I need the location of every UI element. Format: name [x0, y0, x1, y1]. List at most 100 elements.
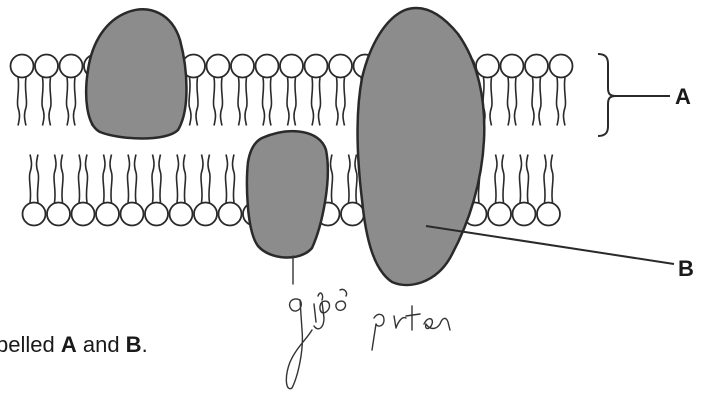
phospholipid — [280, 55, 303, 126]
fatty-acid-tail — [355, 155, 357, 203]
phosphate-head — [11, 55, 34, 78]
fatty-acid-tail — [184, 155, 186, 203]
fatty-acid-tail — [495, 155, 497, 203]
phospholipid — [207, 55, 230, 126]
fatty-acid-tail — [564, 78, 566, 126]
phosphate-head — [341, 203, 364, 226]
phospholipid — [47, 155, 70, 226]
fatty-acid-tail — [54, 155, 56, 203]
fatty-acid-tail — [348, 155, 350, 203]
phospholipid — [96, 155, 119, 226]
phospholipid — [170, 155, 193, 226]
label-b-callout: B — [426, 226, 694, 281]
handwriting-word-protein — [372, 306, 450, 350]
phosphate-head — [488, 203, 511, 226]
phosphate-head — [121, 203, 144, 226]
fatty-acid-tail — [189, 78, 191, 126]
phosphate-head — [231, 55, 254, 78]
phospholipid — [513, 155, 536, 226]
fatty-acid-tail — [238, 78, 240, 126]
fatty-acid-tail — [208, 155, 210, 203]
fatty-acid-tail — [515, 78, 517, 126]
fatty-acid-tail — [311, 78, 313, 126]
phosphate-head — [329, 55, 352, 78]
fatty-acid-tail — [37, 155, 39, 203]
caption-label-a: A — [61, 332, 77, 357]
phosphate-head — [501, 55, 524, 78]
fatty-acid-tail — [233, 155, 235, 203]
phosphate-head — [537, 203, 560, 226]
fatty-acid-tail — [544, 155, 546, 203]
phosphate-head — [280, 55, 303, 78]
fatty-acid-tail — [502, 155, 504, 203]
phosphate-head — [23, 203, 46, 226]
fatty-acid-tail — [319, 78, 321, 126]
fatty-acid-tail — [539, 78, 541, 126]
fatty-acid-tail — [507, 78, 509, 126]
bracket-a — [598, 54, 616, 136]
fatty-acid-tail — [336, 78, 338, 126]
peripheral-protein-upper — [86, 9, 186, 138]
fatty-acid-tail — [270, 78, 272, 126]
membrane-proteins — [86, 8, 484, 285]
integral-protein-b — [358, 8, 485, 285]
caption-label-b: B — [126, 332, 142, 357]
phospholipid — [525, 55, 548, 126]
phospholipid — [35, 55, 58, 126]
phospholipid — [194, 155, 217, 226]
fatty-acid-tail — [42, 78, 44, 126]
fatty-acid-tail — [135, 155, 137, 203]
fatty-acid-tail — [49, 78, 51, 126]
phospholipid — [72, 155, 95, 226]
phospholipid — [231, 55, 254, 126]
fatty-acid-tail — [551, 155, 553, 203]
fatty-acid-tail — [287, 78, 289, 126]
fatty-acid-tail — [110, 155, 112, 203]
phosphate-head — [476, 55, 499, 78]
fatty-acid-tail — [213, 78, 215, 126]
phosphate-head — [305, 55, 328, 78]
phospholipid — [550, 55, 573, 126]
caption-text: pelled A and B. — [0, 332, 148, 358]
label-b: B — [678, 256, 694, 281]
fatty-acid-tail — [527, 155, 529, 203]
phosphate-head — [170, 203, 193, 226]
phospholipid — [219, 155, 242, 226]
phosphate-head — [550, 55, 573, 78]
fatty-acid-tail — [225, 155, 227, 203]
fatty-acid-tail — [201, 155, 203, 203]
fatty-acid-tail — [343, 78, 345, 126]
phosphate-head — [96, 203, 119, 226]
phospholipid — [256, 55, 279, 126]
phosphate-head — [35, 55, 58, 78]
fatty-acid-tail — [127, 155, 129, 203]
fatty-acid-tail — [25, 78, 27, 126]
fatty-acid-tail — [86, 155, 88, 203]
phospholipid — [537, 155, 560, 226]
phosphate-head — [47, 203, 70, 226]
fatty-acid-tail — [152, 155, 154, 203]
fatty-acid-tail — [74, 78, 76, 126]
fatty-acid-tail — [159, 155, 161, 203]
fatty-acid-tail — [196, 78, 198, 126]
fatty-acid-tail — [519, 155, 521, 203]
phosphate-head — [207, 55, 230, 78]
phospholipid — [305, 55, 328, 126]
phospholipid — [329, 55, 352, 126]
phospholipid — [145, 155, 168, 226]
phosphate-head — [194, 203, 217, 226]
phospholipid — [60, 55, 83, 126]
phospholipid — [11, 55, 34, 126]
fatty-acid-tail — [66, 78, 68, 126]
phosphate-head — [60, 55, 83, 78]
fatty-acid-tail — [490, 78, 492, 126]
caption-period: . — [142, 332, 148, 357]
fatty-acid-tail — [556, 78, 558, 126]
fatty-acid-tail — [221, 78, 223, 126]
caption-conjunction: and — [77, 332, 126, 357]
phosphate-head — [525, 55, 548, 78]
phosphate-head — [256, 55, 279, 78]
phosphate-head — [145, 203, 168, 226]
handwriting-word-glyco — [286, 289, 346, 388]
fatty-acid-tail — [532, 78, 534, 126]
